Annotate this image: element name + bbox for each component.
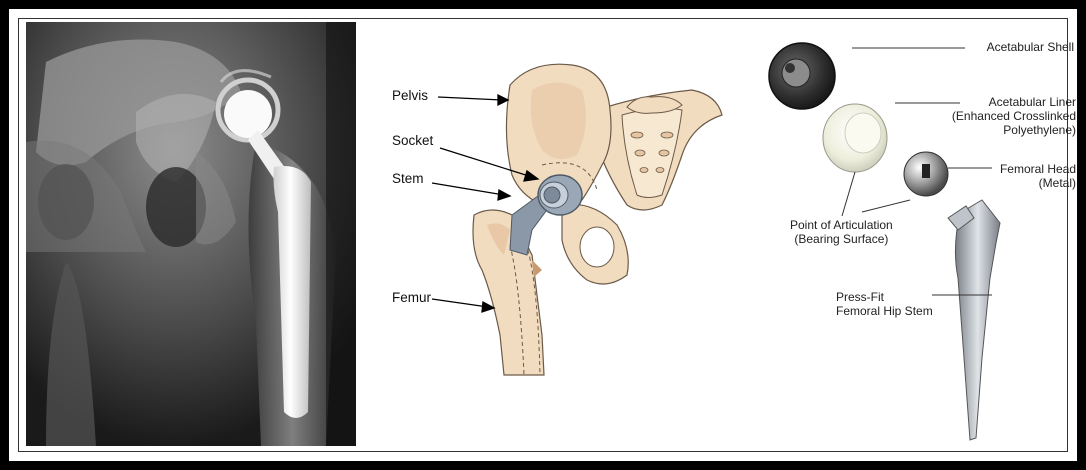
acetabular-liner-line1: Acetabular Liner — [952, 95, 1076, 109]
stem-component-label: Press-Fit Femoral Hip Stem — [836, 290, 933, 318]
socket-label: Socket — [392, 133, 433, 148]
hip-xray-image — [26, 22, 356, 446]
implant-components: Acetabular Shell Acetabular Liner (Enhan… — [760, 28, 1080, 448]
femoral-head-line1: Femoral Head — [1000, 162, 1076, 176]
acetabular-liner-line2: (Enhanced Crosslinked — [952, 109, 1076, 123]
stem-component-line1: Press-Fit — [836, 290, 933, 304]
pelvis-label: Pelvis — [392, 88, 428, 103]
xray-drawing — [26, 22, 356, 446]
articulation-label: Point of Articulation (Bearing Surface) — [790, 218, 893, 246]
acetabular-liner-line3: Polyethylene) — [952, 123, 1076, 137]
femoral-head-line2: (Metal) — [1000, 176, 1076, 190]
femur-label: Femur — [392, 290, 431, 305]
articulation-line2: (Bearing Surface) — [790, 232, 893, 246]
stem-component-line2: Femoral Hip Stem — [836, 304, 933, 318]
acetabular-liner-label: Acetabular Liner (Enhanced Crosslinked P… — [952, 95, 1076, 137]
acetabular-shell-label: Acetabular Shell — [987, 40, 1074, 54]
stem-label: Stem — [392, 171, 424, 186]
anatomy-drawing — [392, 55, 732, 385]
articulation-line1: Point of Articulation — [790, 218, 893, 232]
femoral-head-label: Femoral Head (Metal) — [1000, 162, 1076, 190]
hip-anatomy-illustration: Pelvis Socket Stem Femur — [392, 55, 732, 385]
